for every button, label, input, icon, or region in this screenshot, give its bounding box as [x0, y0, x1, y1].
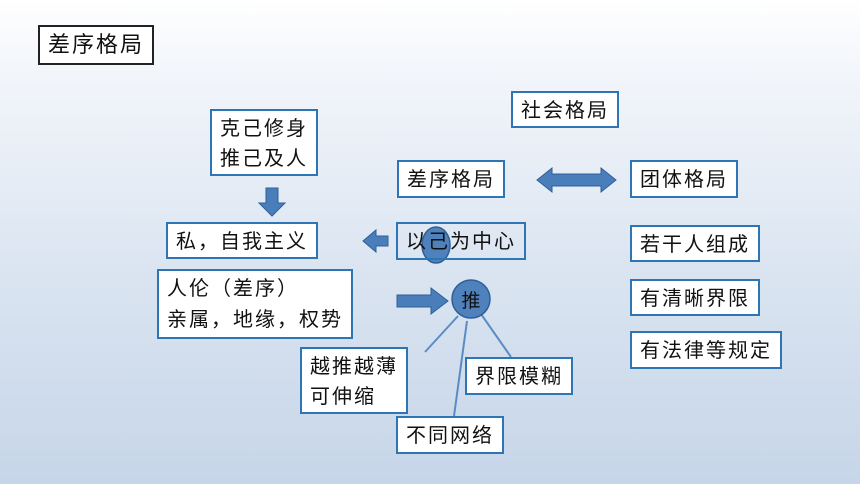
box-differential-pattern: 差序格局	[397, 160, 505, 198]
page-title: 差序格局	[38, 25, 155, 65]
left-arrow	[362, 228, 389, 254]
box-blurry: 界限模糊	[465, 357, 573, 395]
box-group-pattern: 团体格局	[630, 160, 738, 198]
box-clear-boundary: 有清晰界限	[630, 279, 760, 316]
box-ethics: 人伦（差序） 亲属，地缘，权势	[157, 269, 353, 339]
box-rules: 有法律等规定	[630, 331, 782, 369]
box-self-cultivation: 克己修身 推己及人	[210, 109, 318, 176]
box-social-pattern: 社会格局	[511, 91, 619, 128]
box-several-people: 若干人组成	[630, 225, 760, 262]
down-arrow	[257, 187, 287, 217]
right-arrow	[396, 286, 449, 316]
box-thinner: 越推越薄 可伸缩	[300, 347, 408, 414]
double-arrow	[536, 166, 617, 194]
line-push-to-blurry	[480, 313, 512, 358]
box-self-center: 以己为中心	[396, 222, 526, 260]
box-network: 不同网络	[396, 416, 504, 454]
line-push-to-thinner	[424, 315, 459, 353]
line-push-to-network	[453, 320, 468, 417]
push-label: 推	[461, 290, 481, 312]
box-selfishness: 私，自我主义	[166, 222, 318, 259]
push-node	[451, 279, 491, 319]
self-circle	[421, 226, 451, 264]
